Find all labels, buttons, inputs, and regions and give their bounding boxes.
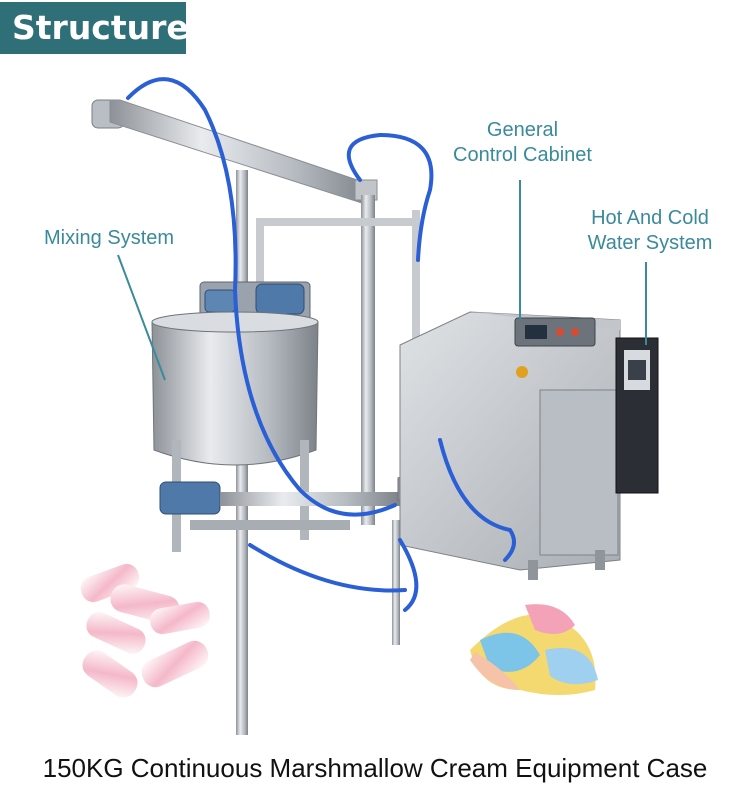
water-unit <box>615 337 659 494</box>
label-general-control-cabinet: General Control Cabinet <box>440 118 605 168</box>
equipment-illustration <box>80 77 659 735</box>
caption: 150KG Continuous Marshmallow Cream Equip… <box>42 753 708 783</box>
pump-assembly <box>159 481 400 530</box>
label-hot-cold-line2: Water System <box>587 232 713 254</box>
callout-leaders <box>117 180 647 381</box>
label-hot-cold-water-system: Hot And Cold Water System <box>580 206 720 256</box>
cross-bar <box>256 218 416 226</box>
blue-hoses <box>126 77 516 612</box>
label-general-control-line2: Control Cabinet <box>453 144 592 166</box>
control-cabinet <box>399 311 621 580</box>
overhead-pipe <box>91 99 378 206</box>
pink-marshmallows <box>80 563 210 698</box>
label-mixing-system: Mixing System <box>44 227 175 249</box>
support-leg-front <box>392 520 400 645</box>
section-title-tag: Structure <box>0 2 189 54</box>
support-leg-center <box>361 195 375 525</box>
label-hot-cold-line1: Hot And Cold <box>591 207 709 229</box>
label-general-control-line1: General <box>486 119 559 141</box>
rainbow-marshmallow <box>470 604 598 695</box>
mixing-tank <box>151 281 319 552</box>
